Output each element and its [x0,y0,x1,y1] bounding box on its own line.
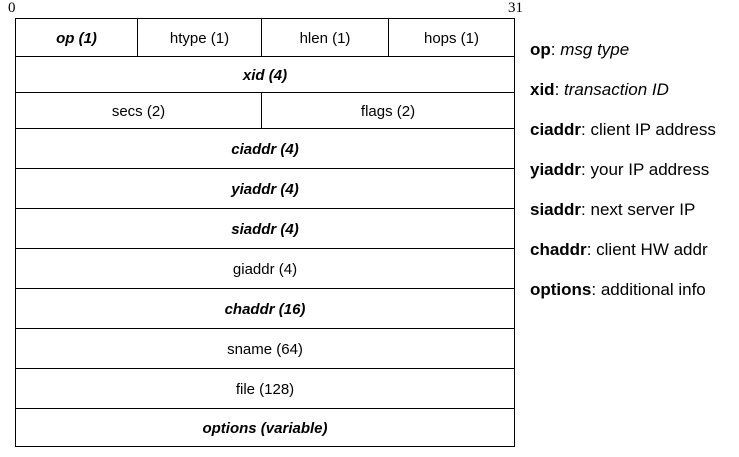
field-xid: xid (4) [16,57,515,92]
legend-item-op: op: msg type [530,30,739,70]
field-options: options (variable) [16,409,515,446]
legend-description: additional info [600,280,706,299]
field-secs: secs (2) [16,93,262,128]
field-chaddr: chaddr (16) [16,289,515,328]
packet-row-op-htype-hlen-hops: op (1) htype (1) hlen (1) hops (1) [16,19,515,57]
packet-row-ciaddr: ciaddr (4) [16,129,515,169]
field-yiaddr: yiaddr (4) [16,169,515,208]
dhcp-packet-diagram: op (1) htype (1) hlen (1) hops (1) xid (… [15,18,515,447]
legend-item-ciaddr: ciaddr: client IP address [530,110,739,150]
packet-row-options: options (variable) [16,409,515,447]
legend-separator: : [586,240,597,259]
bit-index-end: 31 [508,0,523,16]
legend-description: next server IP [590,200,696,219]
legend-key: options [530,280,592,299]
field-ciaddr: ciaddr (4) [16,129,515,168]
legend-description: msg type [560,40,630,59]
legend-description: your IP address [590,160,710,179]
field-op: op (1) [16,19,138,56]
field-giaddr: giaddr (4) [16,249,515,288]
legend-item-siaddr: siaddr: next server IP [530,190,739,230]
legend-item-yiaddr: yiaddr: your IP address [530,150,739,190]
legend-key: chaddr [530,240,587,259]
legend-key: yiaddr [530,160,582,179]
legend-key: xid [530,80,555,99]
packet-row-chaddr: chaddr (16) [16,289,515,329]
legend-description: transaction ID [564,80,669,99]
legend-separator: : [581,120,591,139]
legend-item-options: options: additional info [530,270,739,310]
field-file: file (128) [16,369,515,408]
packet-row-xid: xid (4) [16,57,515,93]
legend-key: ciaddr [530,120,582,139]
packet-row-sname: sname (64) [16,329,515,369]
legend-separator: : [550,40,561,59]
field-hlen: hlen (1) [262,19,389,56]
packet-row-secs-flags: secs (2) flags (2) [16,93,515,129]
packet-row-yiaddr: yiaddr (4) [16,169,515,209]
legend-description: client HW addr [596,240,708,259]
legend-separator: : [554,80,565,99]
field-sname: sname (64) [16,329,515,368]
legend-key: siaddr [530,200,582,219]
field-flags: flags (2) [262,93,515,128]
legend-description: client IP address [590,120,716,139]
legend-key: op [530,40,551,59]
field-legend: op: msg type xid: transaction ID ciaddr:… [530,30,739,310]
field-htype: htype (1) [138,19,262,56]
packet-row-siaddr: siaddr (4) [16,209,515,249]
legend-separator: : [591,280,601,299]
legend-item-chaddr: chaddr: client HW addr [530,230,739,270]
packet-row-file: file (128) [16,369,515,409]
legend-separator: : [581,160,591,179]
packet-row-giaddr: giaddr (4) [16,249,515,289]
field-siaddr: siaddr (4) [16,209,515,248]
field-hops: hops (1) [389,19,515,56]
bit-index-start: 0 [8,0,16,16]
legend-separator: : [581,200,591,219]
legend-item-xid: xid: transaction ID [530,70,739,110]
